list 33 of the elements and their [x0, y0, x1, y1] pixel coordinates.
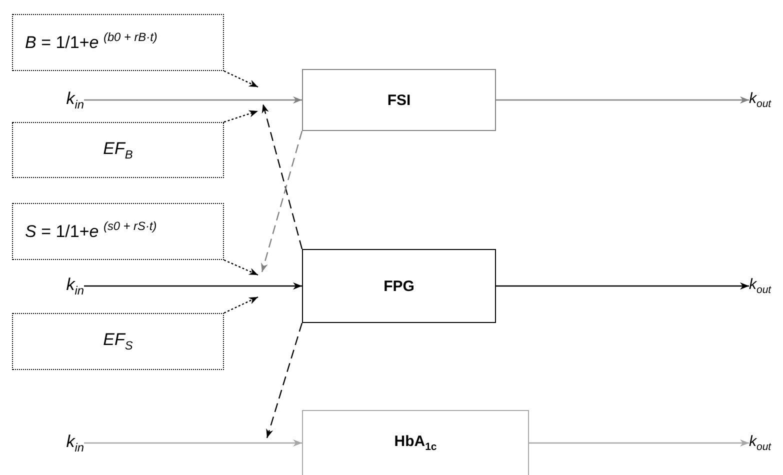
- rate-constant-label: k$_{out}$: [749, 433, 772, 453]
- equation-text: S = 1/1+e $^{(s0 + rS·t)}$: [25, 222, 157, 242]
- dotted-arrow: [224, 110, 258, 123]
- dotted-arrow: [224, 259, 258, 276]
- arrow: [529, 439, 749, 447]
- dashed-arrow: [261, 130, 303, 272]
- dotted-arrow: [224, 70, 258, 88]
- dashed-arrow: [262, 104, 303, 250]
- compartment-label: FPG: [384, 278, 414, 294]
- rate-constant-label: k$_{out}$: [749, 90, 772, 110]
- rate-constant-label: k$_{in}$: [66, 274, 84, 298]
- arrow: [496, 282, 749, 290]
- arrow: [84, 439, 302, 447]
- equation-box: [12, 203, 224, 260]
- equation-text: B = 1/1+e $^{(b0 + rB·t)}$: [25, 32, 158, 52]
- compartment-box: [302, 249, 496, 323]
- effect-box: [12, 313, 224, 370]
- arrow: [84, 96, 302, 104]
- compartment-box: [302, 410, 529, 475]
- dotted-arrow: [224, 296, 258, 314]
- effect-box: [12, 122, 224, 178]
- compartment-label: HbA$_{1c}$: [394, 433, 437, 453]
- dashed-arrow: [266, 322, 303, 438]
- compartment-label: FSI: [387, 92, 411, 108]
- effect-label: EF$_{S}$: [103, 330, 133, 353]
- rate-constant-label: k$_{out}$: [749, 276, 772, 296]
- effect-label: EF$_{B}$: [103, 138, 133, 162]
- rate-constant-label: k$_{in}$: [66, 88, 84, 112]
- arrow: [496, 96, 749, 104]
- compartment-box: [302, 69, 496, 131]
- rate-constant-label: k$_{in}$: [66, 432, 84, 454]
- equation-box: [12, 14, 224, 71]
- arrow: [84, 282, 302, 290]
